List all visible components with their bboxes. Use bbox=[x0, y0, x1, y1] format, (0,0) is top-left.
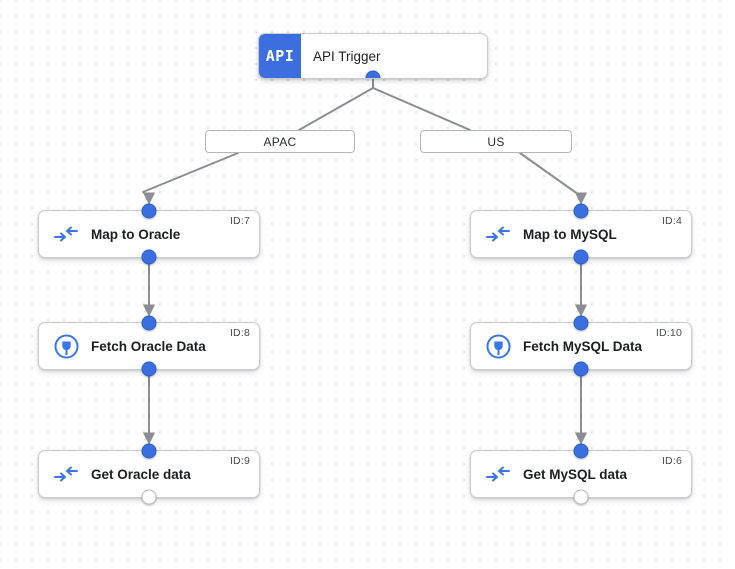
condition-label-us[interactable]: US bbox=[420, 130, 572, 153]
api-badge-icon: API bbox=[259, 34, 301, 78]
input-port[interactable] bbox=[141, 443, 157, 459]
node-map-to-mysql[interactable]: Map to MySQL ID:4 bbox=[470, 203, 692, 265]
edge-trigger-to-apac bbox=[298, 87, 374, 131]
node-id-badge: ID:9 bbox=[229, 455, 250, 467]
node-id-badge: ID:10 bbox=[655, 327, 682, 339]
edge-trigger-to-us bbox=[372, 87, 471, 131]
node-label: Map to MySQL bbox=[523, 226, 617, 242]
input-port[interactable] bbox=[141, 203, 157, 219]
node-map-to-oracle[interactable]: Map to Oracle ID:7 bbox=[38, 203, 260, 265]
output-port[interactable] bbox=[365, 70, 381, 78]
node-id-badge: ID:6 bbox=[661, 455, 682, 467]
node-label: Get MySQL data bbox=[523, 466, 628, 482]
node-label: Fetch Oracle Data bbox=[91, 338, 206, 354]
input-port[interactable] bbox=[141, 315, 157, 331]
database-plug-icon bbox=[485, 333, 511, 359]
edge-us-to-map-mysql bbox=[519, 152, 588, 205]
node-get-oracle-data[interactable]: Get Oracle data ID:9 bbox=[38, 443, 260, 505]
node-label: Fetch MySQL Data bbox=[523, 338, 643, 354]
node-id-badge: ID:8 bbox=[229, 327, 250, 339]
node-title: API Trigger bbox=[313, 48, 381, 64]
output-port[interactable] bbox=[573, 361, 589, 377]
map-arrows-icon bbox=[53, 461, 79, 487]
edge-apac-to-map-oracle bbox=[142, 152, 239, 205]
output-port[interactable] bbox=[141, 361, 157, 377]
node-get-mysql-data[interactable]: Get MySQL data ID:6 bbox=[470, 443, 692, 505]
output-port[interactable] bbox=[141, 489, 157, 505]
database-plug-icon bbox=[53, 333, 79, 359]
input-port[interactable] bbox=[573, 315, 589, 331]
node-fetch-mysql-data[interactable]: Fetch MySQL Data ID:10 bbox=[470, 315, 692, 377]
node-label: Get Oracle data bbox=[91, 466, 191, 482]
output-port[interactable] bbox=[573, 249, 589, 265]
input-port[interactable] bbox=[573, 203, 589, 219]
input-port[interactable] bbox=[573, 443, 589, 459]
map-arrows-icon bbox=[53, 221, 79, 247]
condition-text: US bbox=[487, 134, 505, 149]
output-port[interactable] bbox=[573, 489, 589, 505]
node-label: Map to Oracle bbox=[91, 226, 181, 242]
output-port[interactable] bbox=[141, 249, 157, 265]
node-id-badge: ID:7 bbox=[229, 215, 250, 227]
condition-text: APAC bbox=[263, 134, 297, 149]
condition-label-apac[interactable]: APAC bbox=[205, 130, 355, 153]
node-api-trigger[interactable]: API API Trigger bbox=[258, 33, 488, 79]
map-arrows-icon bbox=[485, 461, 511, 487]
node-fetch-oracle-data[interactable]: Fetch Oracle Data ID:8 bbox=[38, 315, 260, 377]
node-id-badge: ID:4 bbox=[661, 215, 682, 227]
map-arrows-icon bbox=[485, 221, 511, 247]
